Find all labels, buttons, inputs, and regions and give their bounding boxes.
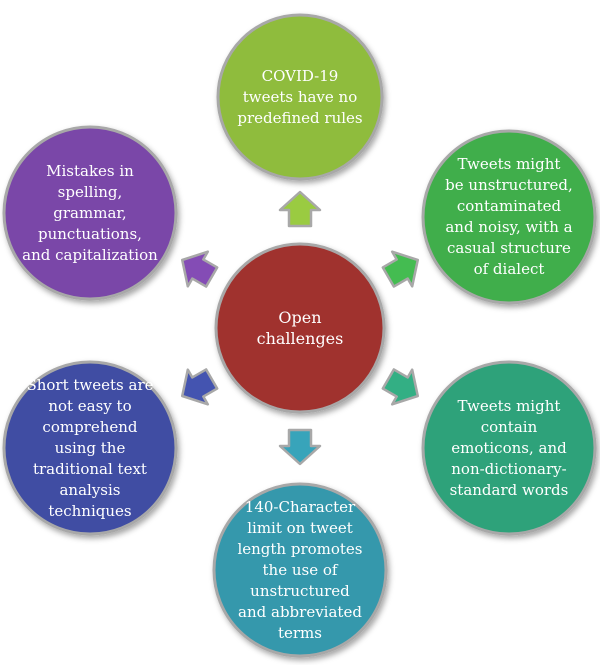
arrow-top-right: [381, 250, 420, 288]
node-circle-bottom: [212, 482, 388, 658]
arrow-bottom-right: [381, 368, 420, 406]
arrow-bottom-left: [180, 368, 219, 406]
center-circle: [214, 242, 386, 414]
node-circle-bottom-right: [421, 360, 597, 536]
arrow-top: [278, 190, 322, 228]
arrow-bottom: [278, 428, 322, 466]
node-circle-top-left: [2, 125, 178, 301]
node-circle-top: [216, 13, 384, 181]
arrow-top-left: [180, 250, 219, 288]
node-circle-bottom-left: [2, 360, 178, 536]
node-circle-top-right: [421, 129, 597, 305]
